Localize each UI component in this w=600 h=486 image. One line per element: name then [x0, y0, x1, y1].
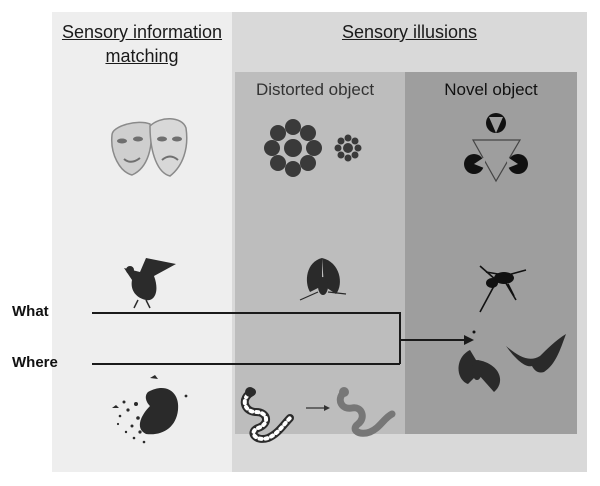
- bat-icon: [506, 334, 566, 373]
- snake-outline-icon: [336, 388, 396, 437]
- spider-icon: [479, 265, 527, 313]
- panel-sensory-matching: [52, 12, 232, 472]
- heading-line-2: matching: [105, 46, 179, 66]
- heading-sensory-illusions: Sensory illusions: [232, 20, 587, 44]
- moth-icon: [299, 258, 347, 301]
- panel-distorted-object: [235, 72, 405, 434]
- heading-distorted-object: Distorted object: [255, 80, 375, 99]
- ebbinghaus-icon: [264, 119, 362, 177]
- bird-flock-icon: [112, 375, 188, 444]
- label-what: What: [12, 303, 49, 320]
- masks-icon: [111, 118, 188, 177]
- snake-outline-head: [339, 387, 349, 397]
- label-where: Where: [12, 354, 58, 371]
- snake-icon: [240, 388, 294, 443]
- moth-flying-icon: [458, 350, 501, 392]
- what-line: [92, 312, 401, 364]
- kanizsa-triangle-icon: [464, 113, 528, 183]
- heading-illusions-text: Sensory illusions: [341, 22, 478, 42]
- snake-arrowhead: [324, 405, 330, 411]
- snake-head: [245, 387, 255, 397]
- connector-lines: [92, 312, 466, 365]
- heading-line-1: Sensory information: [61, 22, 223, 42]
- heading-novel-object: Novel object: [444, 80, 538, 99]
- heading-sensory-matching: Sensory information matching: [52, 20, 232, 68]
- arrowhead: [464, 335, 474, 345]
- bird-icon: [124, 258, 176, 309]
- spider-dot: [472, 330, 476, 334]
